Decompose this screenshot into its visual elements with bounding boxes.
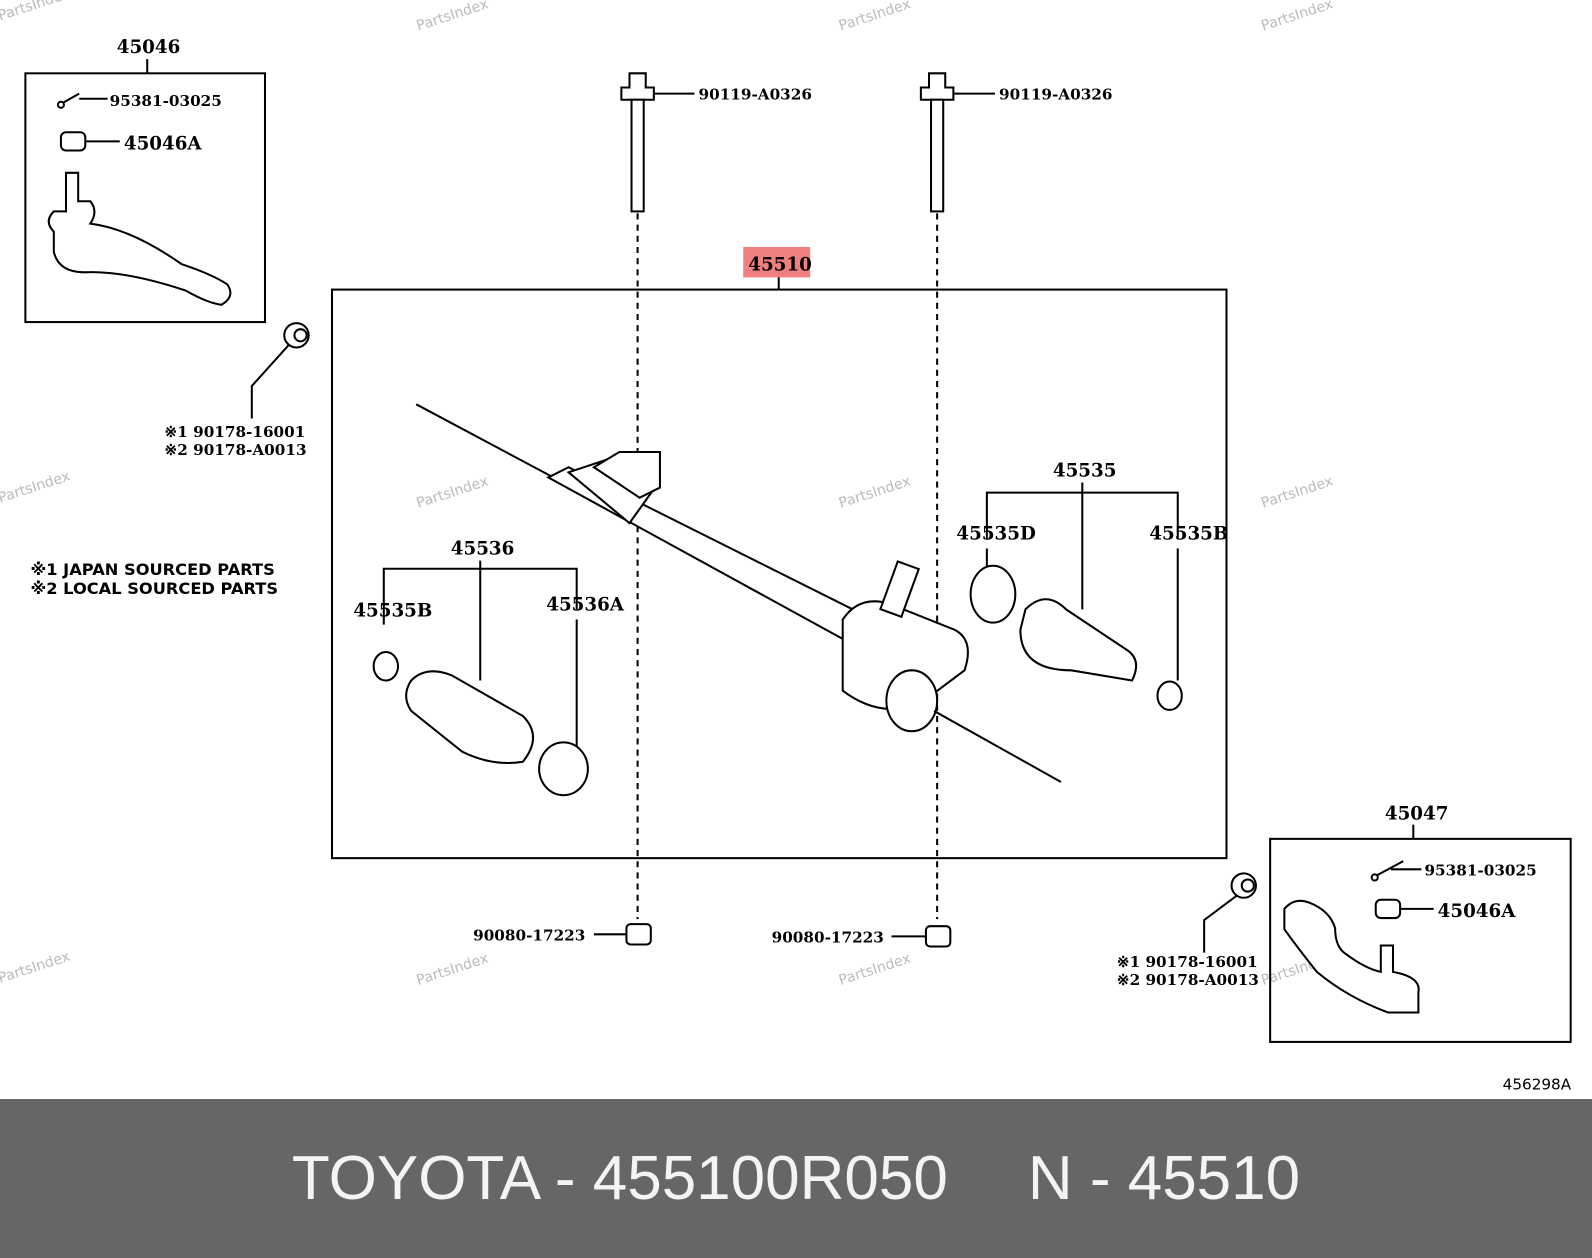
svg-text:45046A[interactable]: 45046A xyxy=(1438,901,1517,922)
svg-text:PartsIndex: PartsIndex xyxy=(1259,0,1335,34)
castle-nut-icon xyxy=(59,131,87,152)
steering-rack-icon xyxy=(415,403,1062,783)
label-45535B-lh[interactable]: 45535B xyxy=(353,601,432,622)
clamp-icon xyxy=(969,564,1017,624)
label-45535B-rh[interactable]: 45535B xyxy=(1149,523,1228,544)
label-45046[interactable]: 45046 xyxy=(117,37,181,58)
svg-text:PartsIndex: PartsIndex xyxy=(415,473,491,511)
svg-text:PartsIndex: PartsIndex xyxy=(415,0,491,34)
highlight-45510 xyxy=(743,246,811,278)
svg-text:※2 90178-A0013: ※2 90178-A0013 xyxy=(164,441,306,459)
svg-text:※1 90178-16001: ※1 90178-16001 xyxy=(164,423,305,441)
parts-diagram: PartsIndex PartsIndex PartsIndex PartsIn… xyxy=(0,0,1572,1094)
svg-text:90080-17223[interactable]: 90080-17223 xyxy=(772,928,884,946)
illustration-id: 456298A xyxy=(1503,1076,1572,1094)
label-45510[interactable]: 45510 xyxy=(748,254,812,275)
label-nut-lh[interactable]: 45046A xyxy=(124,133,203,154)
castle-nut-icon xyxy=(1374,898,1402,920)
label-cotter-pin-lh[interactable]: 95381-03025 xyxy=(110,92,222,110)
footer-reference-number: N - 45510 xyxy=(1027,1144,1301,1213)
bushing-lh-group[interactable]: ※1 90178-16001 ※2 90178-A0013 xyxy=(164,322,310,459)
tie-rod-end-rh-group[interactable]: 45047 95381-03025 45046A xyxy=(1269,804,1572,1043)
svg-text:PartsIndex: PartsIndex xyxy=(415,951,491,989)
boot-lh-icon xyxy=(405,670,535,764)
source-notes: ※1 JAPAN SOURCED PARTS ※2 LOCAL SOURCED … xyxy=(30,560,278,598)
svg-text:※2 LOCAL SOURCED PARTS: ※2 LOCAL SOURCED PARTS xyxy=(30,579,278,598)
svg-text:※1 90178-16001: ※1 90178-16001 xyxy=(1117,953,1258,971)
tie-rod-end-rh-icon xyxy=(1283,899,1420,1014)
svg-text:95381-03025[interactable]: 95381-03025 xyxy=(1424,861,1536,879)
label-45535D[interactable]: 45535D xyxy=(956,523,1036,544)
label-45047[interactable]: 45047 xyxy=(1385,804,1449,825)
svg-text:90119-A0326[interactable]: 90119-A0326 xyxy=(999,86,1112,104)
cotter-pin-icon xyxy=(1370,860,1404,882)
svg-text:※2 90178-A0013: ※2 90178-A0013 xyxy=(1117,971,1259,989)
bushing-rh-group[interactable]: ※1 90178-16001 ※2 90178-A0013 xyxy=(1117,872,1259,989)
boot-rh-icon xyxy=(1019,598,1138,682)
cotter-pin-icon xyxy=(56,92,80,109)
svg-text:PartsIndex: PartsIndex xyxy=(0,0,72,24)
svg-text:PartsIndex: PartsIndex xyxy=(1259,473,1335,511)
tie-rod-end-lh-icon xyxy=(47,171,232,306)
bolt-left[interactable]: 90119-A0326 xyxy=(620,72,812,920)
svg-text:PartsIndex: PartsIndex xyxy=(837,473,913,511)
svg-text:PartsIndex: PartsIndex xyxy=(837,951,913,989)
label-45535[interactable]: 45535 xyxy=(1053,460,1117,481)
tie-rod-end-lh-group[interactable]: 45046 95381-03025 45046A xyxy=(24,37,267,324)
steering-gear-assy[interactable]: 45510 45535 45535D 45535B 45536 45535B 4 xyxy=(330,246,1228,860)
svg-text:PartsIndex: PartsIndex xyxy=(0,949,72,987)
bolt-right[interactable]: 90119-A0326 xyxy=(919,72,1113,920)
footer-brand-part-number: TOYOTA - 455100R050 xyxy=(291,1144,948,1213)
svg-text:※1 JAPAN SOURCED PARTS: ※1 JAPAN SOURCED PARTS xyxy=(30,560,274,579)
label-45536[interactable]: 45536 xyxy=(451,539,515,560)
svg-text:90119-A0326[interactable]: 90119-A0326 xyxy=(699,86,812,104)
nut-left[interactable]: 90080-17223 xyxy=(473,923,652,946)
svg-text:PartsIndex: PartsIndex xyxy=(0,468,72,506)
svg-text:90080-17223[interactable]: 90080-17223 xyxy=(473,926,585,944)
footer-banner: TOYOTA - 455100R050 N - 45510 xyxy=(0,1099,1592,1258)
svg-text:PartsIndex: PartsIndex xyxy=(837,0,913,34)
nut-right[interactable]: 90080-17223 xyxy=(772,925,952,948)
label-45536A[interactable]: 45536A xyxy=(546,594,625,615)
